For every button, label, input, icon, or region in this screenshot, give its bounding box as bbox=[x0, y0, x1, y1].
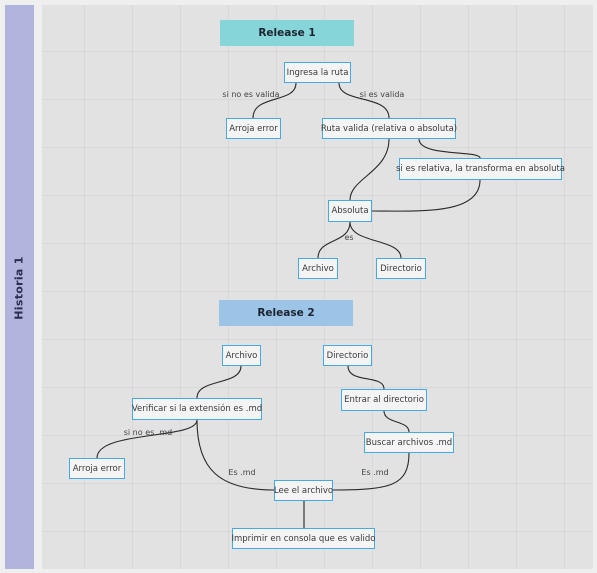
node-label: Buscar archivos .md bbox=[365, 437, 453, 448]
swimlane bbox=[5, 5, 34, 569]
node-entrar-directorio[interactable]: Entrar al directorio bbox=[341, 389, 427, 411]
node-label: Directorio bbox=[380, 263, 422, 274]
node-label: Arroja error bbox=[72, 463, 122, 474]
node-imprimir[interactable]: Imprimir en consola que es valido bbox=[231, 528, 376, 549]
release-2-header: Release 2 bbox=[219, 300, 353, 326]
node-absoluta[interactable]: Absoluta bbox=[328, 200, 372, 222]
node-si-relativa[interactable]: si es relativa, la transforma en absolut… bbox=[396, 158, 565, 180]
node-label: Lee el archivo bbox=[273, 485, 334, 496]
edge-archivo-to-verificar bbox=[196, 365, 242, 399]
edge-absoluta-to-directorio bbox=[349, 221, 402, 259]
edge-verificar-to-error bbox=[96, 419, 198, 459]
node-verificar[interactable]: Verificar si la extensión es .md bbox=[132, 398, 262, 420]
node-archivo-1[interactable]: Archivo bbox=[298, 258, 338, 279]
node-label: Archivo bbox=[225, 350, 258, 361]
edge-label-si-valida: si es valida bbox=[359, 90, 405, 99]
node-ruta-valida[interactable]: Ruta valida (relativa o absoluta) bbox=[320, 118, 458, 139]
edge-absoluta-to-archivo bbox=[317, 221, 351, 259]
node-label: Archivo bbox=[302, 263, 334, 274]
node-label: Entrar al directorio bbox=[344, 395, 424, 405]
edge-valida-to-relativa bbox=[418, 138, 481, 159]
edge-relativa-to-absoluta bbox=[371, 179, 481, 212]
edge-label-es-md-left: Es .md bbox=[228, 468, 256, 477]
edge-ingresa-to-valida bbox=[338, 82, 390, 119]
edge-label-es: es bbox=[344, 233, 354, 242]
node-arroja-error-2[interactable]: Arroja error bbox=[69, 458, 125, 479]
edge-label-si-no-md: si no es .md bbox=[123, 428, 173, 437]
edge-ingresa-to-error bbox=[252, 82, 297, 119]
node-label: Verificar si la extensión es .md bbox=[131, 404, 263, 414]
node-directorio-2[interactable]: Directorio bbox=[323, 345, 372, 366]
edge-entrar-to-buscar bbox=[383, 410, 410, 433]
board-canvas bbox=[42, 5, 593, 569]
node-label: si es relativa, la transforma en absolut… bbox=[396, 164, 565, 174]
node-label: Absoluta bbox=[331, 206, 369, 216]
node-lee-archivo[interactable]: Lee el archivo bbox=[274, 480, 333, 501]
edge-verificar-to-lee bbox=[196, 419, 275, 491]
node-label: Ingresa la ruta bbox=[286, 67, 349, 78]
node-directorio-1[interactable]: Directorio bbox=[376, 258, 426, 279]
node-label: Imprimir en consola que es valido bbox=[231, 533, 376, 544]
edge-valida-to-absoluta bbox=[349, 138, 390, 201]
node-archivo-2[interactable]: Archivo bbox=[222, 345, 261, 366]
edge-label-si-no-valida: si no es valida bbox=[222, 90, 280, 99]
node-ingresa-ruta[interactable]: Ingresa la ruta bbox=[284, 62, 351, 83]
edge-label-es-md-right: Es .md bbox=[361, 468, 389, 477]
node-arroja-error-1[interactable]: Arroja error bbox=[226, 118, 281, 139]
node-label: Directorio bbox=[326, 350, 369, 361]
release-1-header: Release 1 bbox=[220, 20, 354, 46]
node-label: Ruta valida (relativa o absoluta) bbox=[320, 123, 458, 134]
edge-buscar-to-lee bbox=[332, 452, 410, 491]
edge-directorio-to-entrar bbox=[347, 365, 385, 390]
node-label: Arroja error bbox=[229, 123, 278, 134]
node-buscar-archivos[interactable]: Buscar archivos .md bbox=[364, 432, 454, 453]
